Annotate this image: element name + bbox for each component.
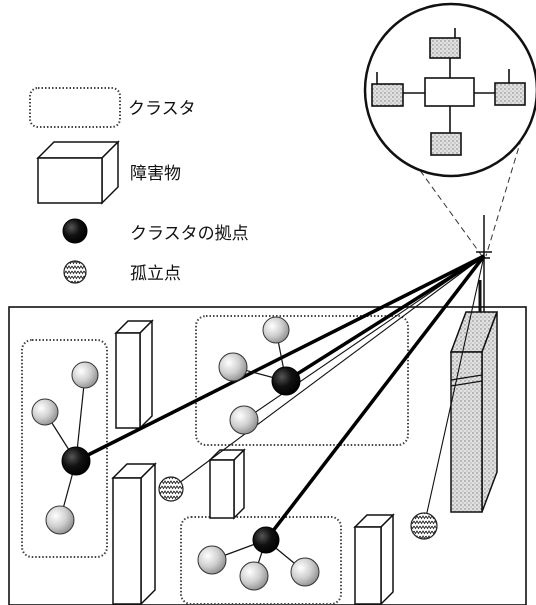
node	[218, 352, 248, 382]
node	[290, 557, 320, 587]
cluster-center	[195, 315, 409, 446]
cluster-hub	[252, 526, 280, 554]
node	[31, 398, 59, 426]
legend-item-cluster-hub: クラスタの拠点	[62, 218, 249, 244]
inset-node-bottom	[430, 122, 462, 156]
cluster-left	[21, 339, 108, 558]
obstacle-3	[208, 448, 246, 520]
inset-node-right	[494, 69, 526, 106]
legend: クラスタ 障害物 クラスタの拠点 孤立点	[29, 87, 249, 284]
cluster-icon	[29, 87, 121, 128]
node	[239, 561, 269, 591]
network-inset	[363, 2, 536, 257]
isolated-point	[158, 476, 184, 502]
legend-label-isolated-point: 孤立点	[130, 264, 181, 284]
ground-frame	[8, 306, 527, 605]
node	[229, 405, 259, 435]
isolated-points	[158, 476, 438, 540]
zigzag-circle-icon	[63, 260, 87, 284]
cluster-hubs	[61, 366, 301, 554]
ground-area	[8, 215, 527, 605]
obstacle-2	[111, 462, 157, 605]
cluster-hub	[271, 366, 301, 396]
inset-node-top	[429, 28, 461, 59]
legend-label-cluster: クラスタ	[128, 99, 196, 119]
legend-label-cluster-hub: クラスタの拠点	[130, 224, 249, 244]
inset-node-left	[371, 72, 404, 107]
cluster-hub	[61, 446, 91, 476]
thick-links	[75, 254, 486, 542]
legend-label-obstacle: 障害物	[130, 164, 181, 184]
node	[197, 545, 227, 575]
legend-item-obstacle: 障害物	[36, 140, 181, 205]
cluster-nodes	[31, 316, 320, 591]
obstacle-1	[114, 319, 154, 430]
zoom-line-left	[384, 121, 483, 257]
node	[45, 505, 75, 535]
node	[71, 361, 99, 389]
obstacle-4	[353, 513, 395, 605]
tower-building	[449, 311, 499, 513]
star-network-icon	[371, 28, 526, 156]
black-circle-icon	[62, 218, 88, 244]
cluster-bottom	[180, 516, 342, 605]
obstacle-icon	[36, 140, 120, 205]
legend-item-cluster: クラスタ	[29, 87, 196, 128]
isolated-point	[410, 512, 438, 540]
node	[262, 316, 290, 344]
legend-item-isolated-point: 孤立点	[63, 260, 181, 284]
